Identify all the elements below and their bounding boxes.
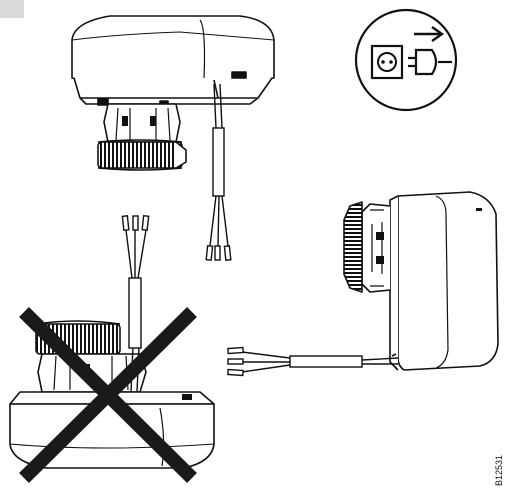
- corner-tab: [0, 0, 24, 18]
- disconnect-power-icon: [354, 8, 458, 112]
- cable-upright: [205, 83, 232, 262]
- document-reference-code: B12531: [494, 454, 504, 486]
- actuator-upright: [71, 15, 275, 171]
- cable-horizontal: [227, 346, 399, 377]
- cable-inverted: [121, 214, 150, 393]
- prohibited-cross-icon: [19, 307, 197, 483]
- actuator-horizontal: [343, 191, 499, 371]
